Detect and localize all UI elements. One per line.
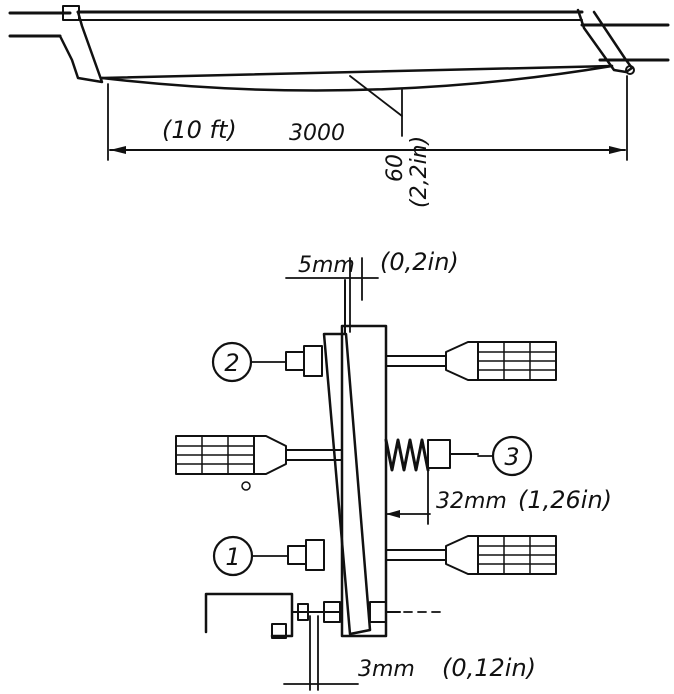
sag-imperial-label: (2,2in) (407, 136, 432, 208)
callout-1-label: 1 (225, 543, 240, 571)
gap-top-imperial-label: (0,2in) (380, 248, 459, 276)
callout-1: 1 (212, 535, 289, 577)
span-imperial-label: (10 ft) (162, 116, 237, 144)
span-arrow-right (609, 146, 625, 154)
main-plate (340, 324, 388, 638)
upper-nut-left (285, 351, 305, 371)
stop-bolt-head (297, 603, 309, 621)
tensioner-detail-view: 5mm (0,2in) (175, 248, 612, 691)
gap-top-metric-label: 5mm (298, 253, 355, 278)
span-arrow-left (110, 146, 126, 154)
stop-nut-right (369, 601, 387, 623)
right-bracket (576, 8, 634, 74)
callout-2: 2 (211, 341, 287, 383)
sag-leader (349, 75, 403, 117)
spring-nut (427, 439, 451, 469)
spring-dim-arrow (386, 510, 400, 518)
upper-nut (303, 345, 323, 377)
gap-bottom-metric-label: 3mm (358, 657, 415, 682)
lower-nut-left (287, 545, 307, 565)
right-bracket-pin (625, 65, 635, 75)
callout-3-label: 3 (504, 443, 519, 471)
base-bracket (204, 592, 294, 638)
stop-nut-left (323, 601, 341, 623)
straight-line (100, 64, 614, 80)
spring-imperial-label: (1,26in) (518, 486, 612, 514)
sag-metric-label: 60 (383, 154, 408, 182)
callout-2-label: 2 (224, 349, 239, 377)
base-bracket-tab (271, 623, 287, 639)
upper-clamp (445, 341, 557, 381)
lower-clamp (445, 535, 557, 575)
sag-curve (100, 64, 614, 92)
tension-spring (384, 438, 430, 472)
span-metric-label: 3000 (289, 121, 345, 146)
span-top-view: (10 ft) 3000 60 (2,2in) (8, 5, 670, 208)
spring-metric-label: 32mm (436, 489, 507, 514)
callout-3: 3 (477, 435, 533, 477)
lower-nut (305, 539, 325, 571)
middle-clamp (175, 435, 287, 491)
swing-lever (322, 332, 372, 636)
left-bracket (58, 10, 104, 84)
gap-bottom-imperial-label: (0,12in) (442, 654, 536, 682)
